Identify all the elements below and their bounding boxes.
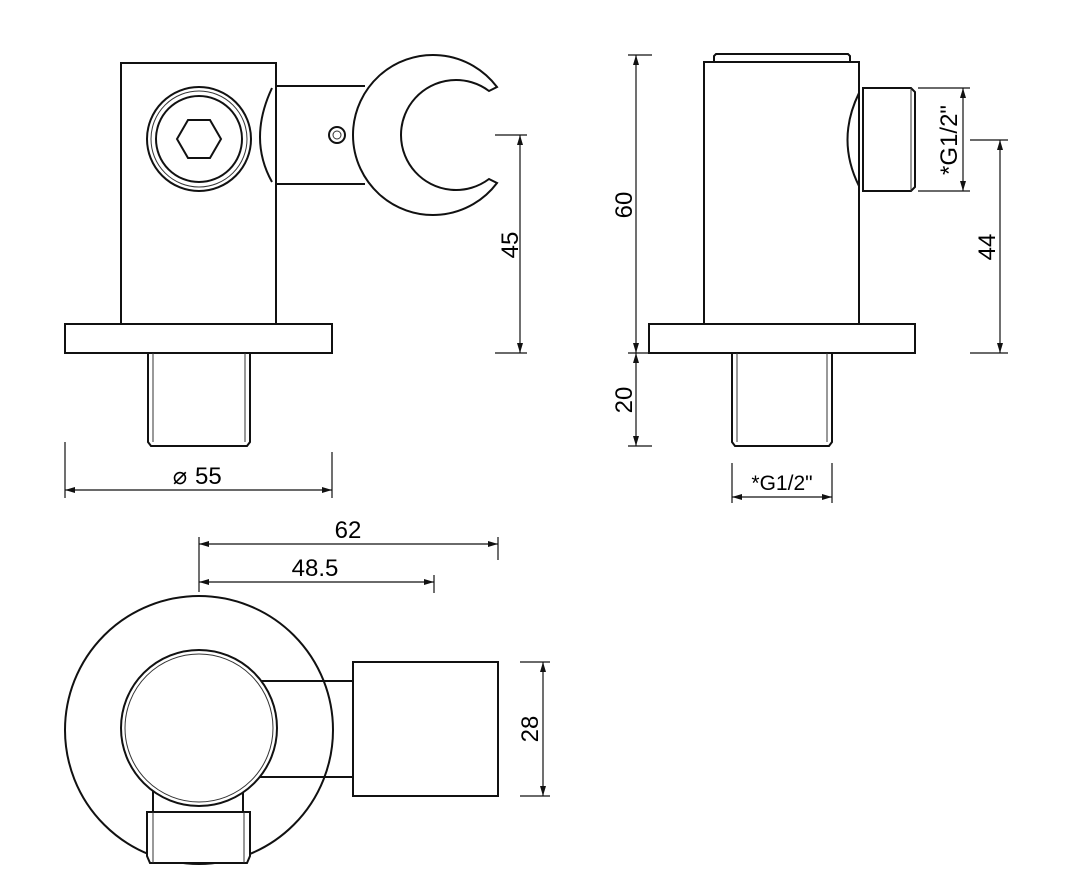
dim-label-62: 62 — [335, 517, 362, 544]
dim-label-28: 28 — [517, 716, 544, 743]
outlet-fitting — [146, 86, 252, 192]
wall-flange — [648, 323, 916, 354]
dimension-45: 45 — [495, 134, 527, 354]
dimension-44: 44 — [970, 139, 1008, 354]
top-view: 62 48.5 28 — [64, 517, 550, 865]
side-view: 60 20 *G1/2" 44 *G1/2" — [611, 53, 1008, 503]
dimension-28: 28 — [517, 661, 550, 797]
body-top — [120, 649, 278, 807]
dim-label-inlet-g12: *G1/2" — [751, 472, 812, 495]
dim-label-outlet-g12: *G1/2" — [936, 105, 963, 175]
top-cap — [713, 53, 851, 62]
dim-label-48-5: 48.5 — [292, 555, 339, 582]
dimension-outlet-thread: *G1/2" — [918, 87, 970, 192]
dim-label-45: 45 — [497, 232, 524, 259]
screw-icon — [328, 126, 346, 144]
dimension-20: 20 — [611, 353, 652, 447]
inlet-thread — [146, 811, 251, 864]
body — [703, 61, 860, 325]
dim-label-55: 55 — [195, 463, 222, 490]
dimension-48-5: 48.5 — [199, 555, 435, 593]
body — [120, 62, 277, 325]
dim-label-44: 44 — [974, 234, 1001, 261]
dimension-62: 62 — [198, 517, 499, 592]
inlet-stem — [147, 353, 251, 447]
wall-flange — [64, 323, 333, 354]
dimension-diameter-55: ⌀ 55 — [64, 442, 333, 498]
diameter-symbol: ⌀ — [173, 463, 187, 490]
dim-label-60: 60 — [611, 192, 638, 219]
outlet-bulge — [846, 92, 860, 187]
handset-holder — [352, 54, 499, 216]
front-view: 45 ⌀ 55 — [64, 54, 527, 498]
handset-holder — [352, 661, 499, 797]
dim-label-20: 20 — [611, 387, 638, 414]
swivel-arm — [259, 85, 365, 185]
dimension-60: 60 — [611, 54, 652, 354]
outlet-thread — [862, 87, 916, 192]
inlet-stem — [731, 353, 833, 447]
hex-socket-icon — [175, 119, 223, 159]
dimension-inlet-thread: *G1/2" — [731, 463, 833, 503]
